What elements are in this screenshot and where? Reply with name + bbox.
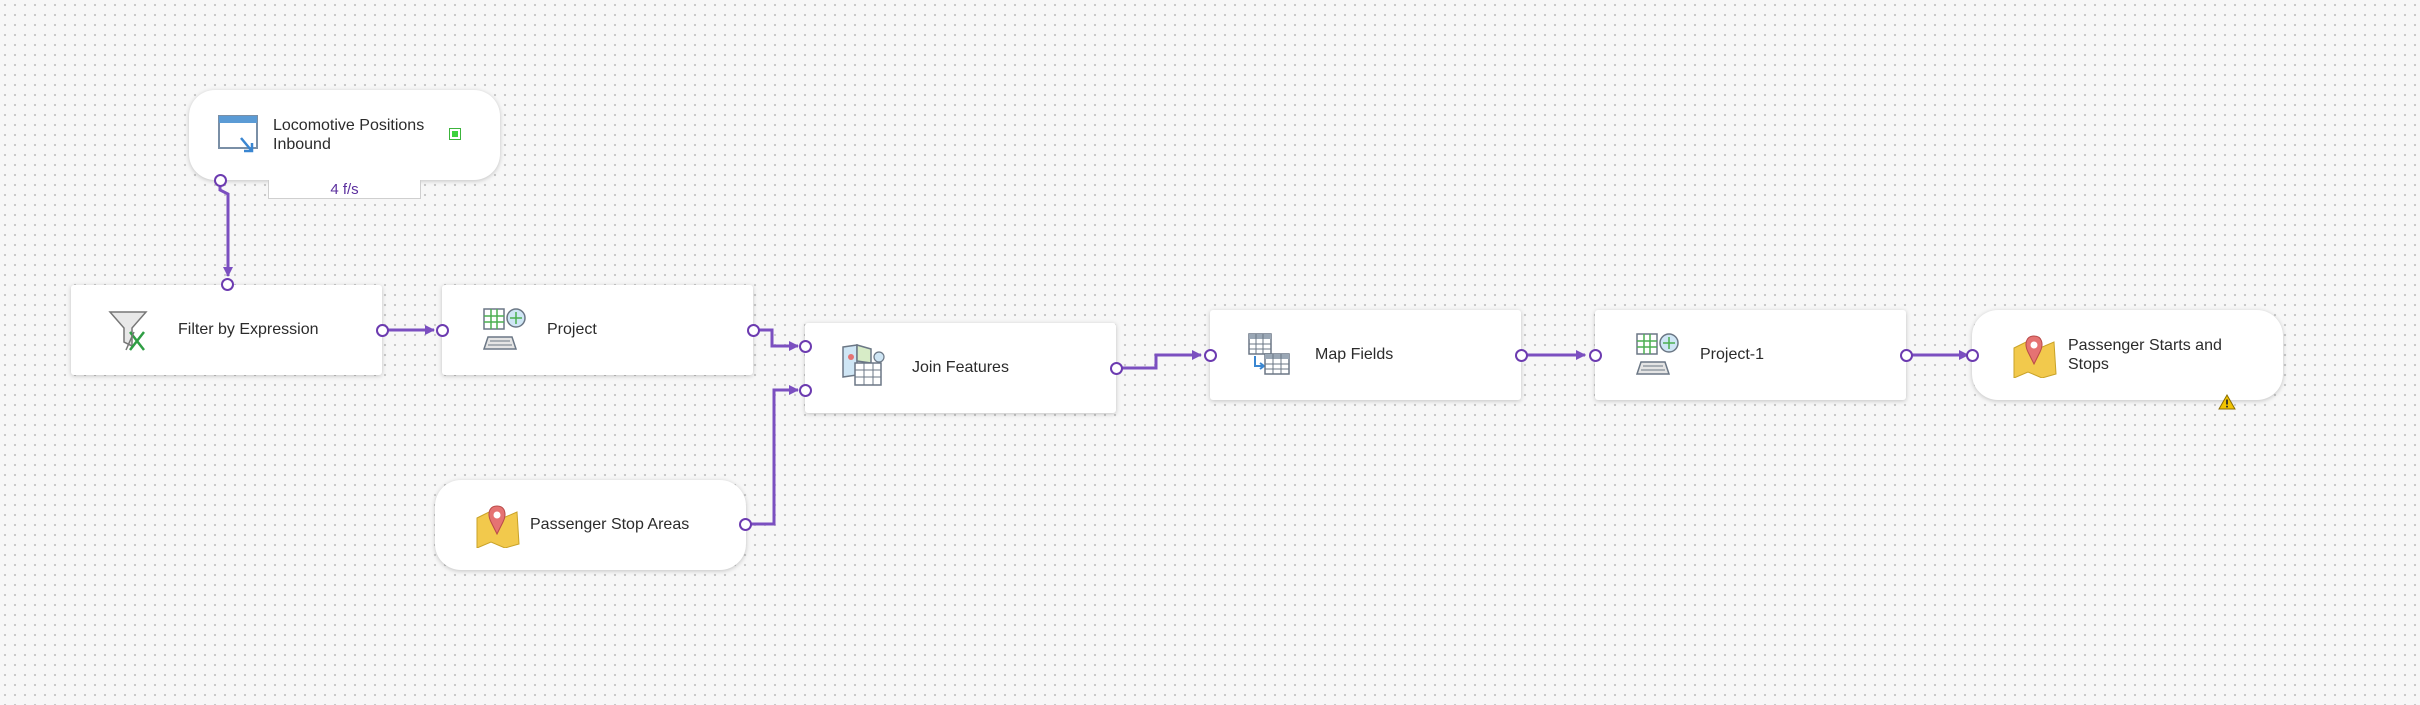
node-label: Filter by Expression bbox=[178, 321, 319, 338]
wire-join-to-mapfields bbox=[1116, 350, 1202, 370]
node-label: Project bbox=[547, 321, 597, 338]
join-features-icon bbox=[842, 344, 885, 386]
node-map-fields[interactable]: Map Fields bbox=[1210, 310, 1521, 400]
filter-expression-icon bbox=[108, 311, 148, 351]
node-label: Map Fields bbox=[1315, 346, 1394, 363]
node-project-1[interactable]: Project-1 bbox=[1595, 310, 1906, 400]
node-label: Passenger Starts and Stops bbox=[2068, 337, 2222, 373]
node-filter-by-expression[interactable]: Filter by Expression bbox=[71, 285, 382, 375]
input-port[interactable] bbox=[799, 384, 812, 397]
node-passenger-starts-and-stops[interactable]: Passenger Starts and Stops bbox=[1972, 310, 2283, 410]
node-label: Locomotive Positions Inbound bbox=[273, 117, 425, 153]
feed-icon bbox=[218, 115, 258, 153]
status-indicator bbox=[449, 128, 461, 140]
event-rate-badge: 4 f/s bbox=[268, 180, 421, 199]
input-port[interactable] bbox=[1589, 349, 1602, 362]
output-port[interactable] bbox=[739, 518, 752, 531]
node-join-features[interactable]: Join Features bbox=[805, 323, 1116, 413]
wire-stopareas-to-join bbox=[745, 385, 799, 526]
input-port[interactable] bbox=[1204, 349, 1217, 362]
input-port[interactable] bbox=[1966, 349, 1979, 362]
map-fields-icon bbox=[1248, 333, 1290, 375]
node-label: Project-1 bbox=[1700, 346, 1765, 363]
output-port[interactable] bbox=[376, 324, 389, 337]
warning-icon[interactable] bbox=[2218, 394, 2236, 410]
output-port[interactable] bbox=[1110, 362, 1123, 375]
node-label: Passenger Stop Areas bbox=[530, 516, 690, 533]
wire-locomotive-to-filter bbox=[218, 181, 233, 277]
input-port[interactable] bbox=[221, 278, 234, 291]
output-port[interactable] bbox=[214, 174, 227, 187]
node-project[interactable]: Project bbox=[442, 285, 753, 375]
feature-layer-icon bbox=[476, 505, 520, 548]
wire-project-to-join bbox=[753, 328, 799, 351]
input-port[interactable] bbox=[436, 324, 449, 337]
project-icon bbox=[1635, 333, 1679, 375]
node-label: Join Features bbox=[912, 359, 1009, 376]
output-port[interactable] bbox=[747, 324, 760, 337]
output-port[interactable] bbox=[1900, 349, 1913, 362]
output-port[interactable] bbox=[1515, 349, 1528, 362]
node-locomotive-positions-inbound[interactable]: Locomotive Positions Inbound bbox=[189, 90, 500, 180]
feature-layer-icon bbox=[2013, 335, 2057, 378]
node-passenger-stop-areas[interactable]: Passenger Stop Areas bbox=[435, 480, 746, 570]
project-icon bbox=[482, 308, 526, 350]
input-port[interactable] bbox=[799, 340, 812, 353]
